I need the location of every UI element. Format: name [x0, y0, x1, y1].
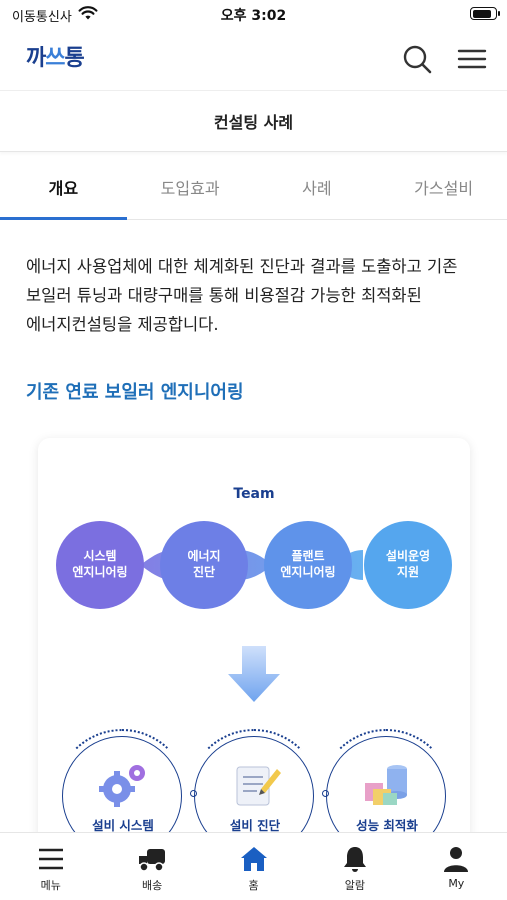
- nav-menu[interactable]: 메뉴: [0, 833, 101, 900]
- tab-cases[interactable]: 사례: [254, 155, 381, 219]
- label-line: 시스템: [83, 549, 117, 563]
- tab-label: 도입효과: [160, 179, 220, 198]
- dotted-arc: [55, 729, 189, 863]
- notepad-pencil-icon: [236, 766, 281, 806]
- nav-label: 홈: [248, 879, 259, 892]
- team-circle-label-energy: 에너지 진단: [159, 548, 249, 580]
- label-line: 엔지니어링: [280, 565, 336, 579]
- diagram-card: Team 시스템 엔지니어링 에너지 진단 플랜트 엔지니어링 설비운영 지원: [38, 438, 470, 878]
- nav-delivery[interactable]: 배송: [101, 833, 202, 900]
- nav-my[interactable]: My: [406, 833, 507, 900]
- logo-part-1: 까: [26, 46, 46, 71]
- process-circle-diagnosis: 설비 진단: [187, 729, 321, 856]
- down-arrow-icon: [228, 646, 280, 702]
- label-line: 에너지: [187, 549, 221, 563]
- process-circle-optimization: 성능 최적화: [319, 729, 453, 856]
- bell-icon: [343, 847, 366, 872]
- team-label: Team: [233, 486, 275, 502]
- section-heading: 기존 연료 보일러 엔지니어링: [26, 382, 244, 403]
- label-line: 설비운영: [385, 549, 431, 563]
- carrier-name: 이동통신사: [12, 10, 72, 25]
- status-time: 오후 3:02: [220, 8, 287, 24]
- process-label: 설비 진단: [229, 818, 281, 833]
- page-title-bar: 컨설팅 사례: [0, 90, 507, 152]
- home-icon: [240, 847, 267, 871]
- nav-label: My: [448, 877, 465, 890]
- wifi-icon: [78, 5, 98, 25]
- user-icon: [444, 847, 469, 872]
- label-line: 엔지니어링: [72, 565, 128, 579]
- menu-icon: [38, 848, 63, 870]
- tab-label: 가스설비: [414, 179, 474, 198]
- team-flow-diagram: [56, 521, 452, 609]
- process-label: 설비 시스템: [92, 818, 154, 833]
- intro-paragraph: 에너지 사용업체에 대한 체계화된 진단과 결과를 도출하고 기존 보일러 튜닝…: [26, 257, 458, 334]
- app-header: 까쓰통: [0, 30, 507, 88]
- team-circle: [56, 521, 144, 609]
- team-circle: [364, 521, 452, 609]
- nav-alarm[interactable]: 알람: [304, 833, 405, 900]
- page-title: 컨설팅 사례: [213, 113, 294, 132]
- gears-icon: [99, 765, 145, 807]
- search-button[interactable]: [400, 42, 434, 76]
- team-circle: [160, 521, 248, 609]
- tab-effects[interactable]: 도입효과: [127, 155, 254, 219]
- team-circle-label-operation: 설비운영 지원: [363, 548, 453, 580]
- hamburger-menu-icon: [457, 49, 487, 69]
- dotted-arc: [319, 729, 453, 863]
- status-bar: 이동통신사 오후 3:02: [0, 0, 507, 28]
- label-line: 진단: [192, 565, 216, 579]
- logo-part-3: 통: [64, 46, 85, 71]
- tab-label: 사례: [302, 179, 332, 198]
- team-circle-label-system: 시스템 엔지니어링: [55, 548, 145, 580]
- nav-label: 배송: [141, 879, 163, 892]
- battery-icon: [470, 7, 500, 20]
- nav-home[interactable]: 홈: [203, 833, 304, 900]
- team-circle: [264, 521, 352, 609]
- hamburger-menu-button[interactable]: [455, 42, 489, 76]
- label-line: 플랜트: [291, 549, 325, 563]
- blocks-cylinder-icon: [365, 765, 407, 805]
- team-circle-label-plant: 플랜트 엔지니어링: [263, 548, 353, 580]
- tab-bar: 개요 도입효과 사례 가스설비: [0, 155, 507, 220]
- logo-part-2: 쓰: [45, 46, 65, 71]
- brand-logo[interactable]: 까쓰통: [26, 44, 85, 74]
- dotted-arc: [187, 729, 321, 863]
- search-icon: [403, 45, 432, 74]
- nav-label: 메뉴: [40, 879, 61, 892]
- truck-icon: [139, 849, 166, 872]
- bottom-navigation: 메뉴 배송 홈 알람 My: [0, 832, 507, 900]
- tab-gas-equipment[interactable]: 가스설비: [380, 155, 507, 219]
- tab-label: 개요: [48, 179, 79, 198]
- tab-overview[interactable]: 개요: [0, 155, 127, 220]
- label-line: 지원: [396, 565, 420, 579]
- process-label: 성능 최적화: [356, 818, 418, 833]
- nav-label: 알람: [344, 879, 366, 892]
